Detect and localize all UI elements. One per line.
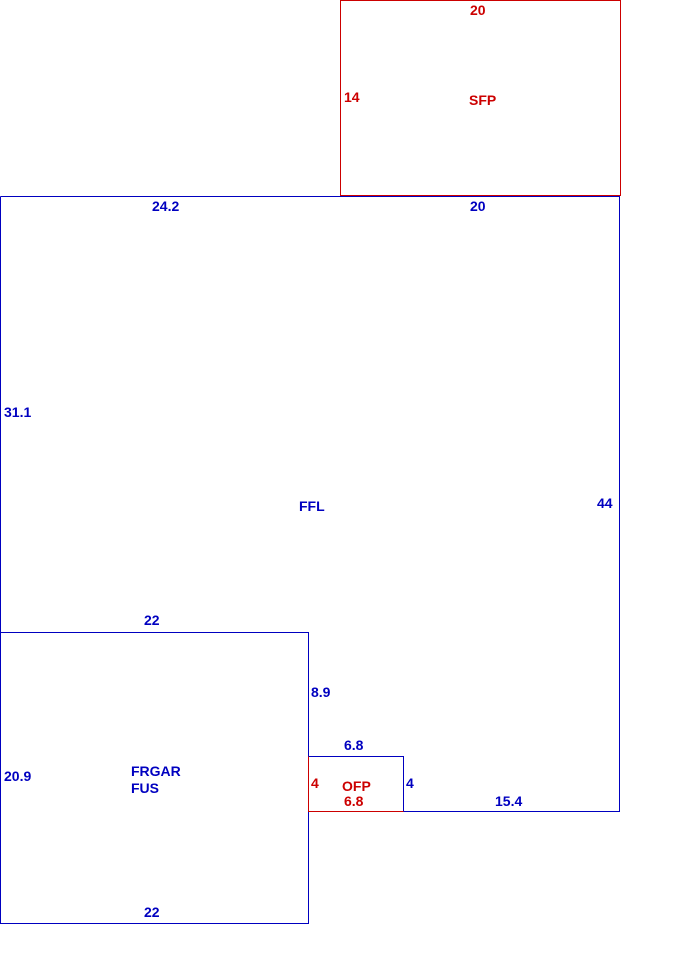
sfp-top-dimension: 20 (470, 2, 486, 18)
ofp-outline (308, 756, 404, 812)
sfp-left-dimension: 14 (344, 89, 360, 105)
ofp-bottom-dimension: 6.8 (344, 793, 364, 809)
frgar-bottom-dimension: 22 (144, 904, 160, 920)
frgar-area-label: FRGAR (131, 763, 181, 779)
ffl-right-dimension: 44 (597, 495, 613, 511)
ffl-left-dimension: 31.1 (4, 404, 31, 420)
ofp-right-dimension: 4 (406, 775, 414, 791)
ffl-bottom-right-dimension: 15.4 (495, 793, 522, 809)
ofp-top-dimension: 6.8 (344, 737, 364, 753)
fus-area-label: FUS (131, 780, 159, 796)
frgar-left-dimension: 20.9 (4, 768, 31, 784)
ffl-area-label: FFL (299, 498, 325, 514)
ofp-area-label: OFP (342, 778, 371, 794)
ofp-left-dimension: 4 (311, 775, 319, 791)
ffl-top-left-dimension: 24.2 (152, 198, 179, 214)
ffl-top-right-dimension: 20 (470, 198, 486, 214)
sfp-outline (340, 0, 621, 196)
frgar-top-dimension: 22 (144, 612, 160, 628)
sfp-area-label: SFP (469, 92, 496, 108)
ffl-step-dimension: 8.9 (311, 684, 331, 700)
